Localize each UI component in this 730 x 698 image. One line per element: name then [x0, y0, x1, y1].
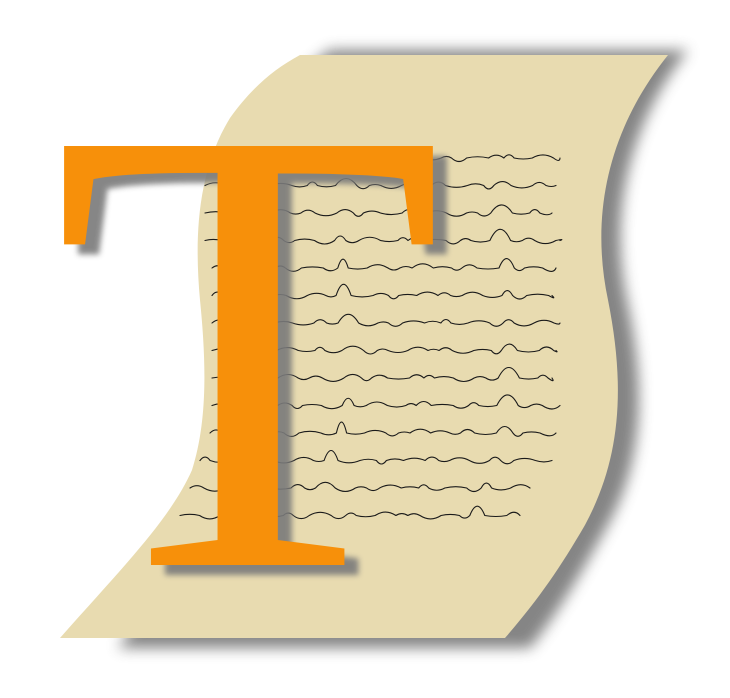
paper-page: [60, 55, 668, 638]
letter-t-shadow: T: [67, 6, 458, 698]
scribble-line: [211, 343, 558, 355]
scribble-line: [199, 449, 553, 465]
scribble-line: [179, 505, 521, 520]
scribble-line: [211, 394, 561, 410]
scribble-line: [204, 204, 553, 218]
scribble-line: [204, 177, 557, 190]
scribble-line: [209, 421, 557, 437]
scribble-line: [274, 146, 561, 163]
scribble-line: [211, 283, 555, 300]
scribble-line: [211, 258, 557, 272]
scribble-line: [189, 481, 531, 493]
scribble-text-lines: [179, 146, 563, 520]
scribble-line: [204, 228, 563, 245]
scribble-line: [211, 366, 554, 383]
scribble-line: [211, 313, 561, 327]
letter-t: T: [53, 0, 444, 698]
